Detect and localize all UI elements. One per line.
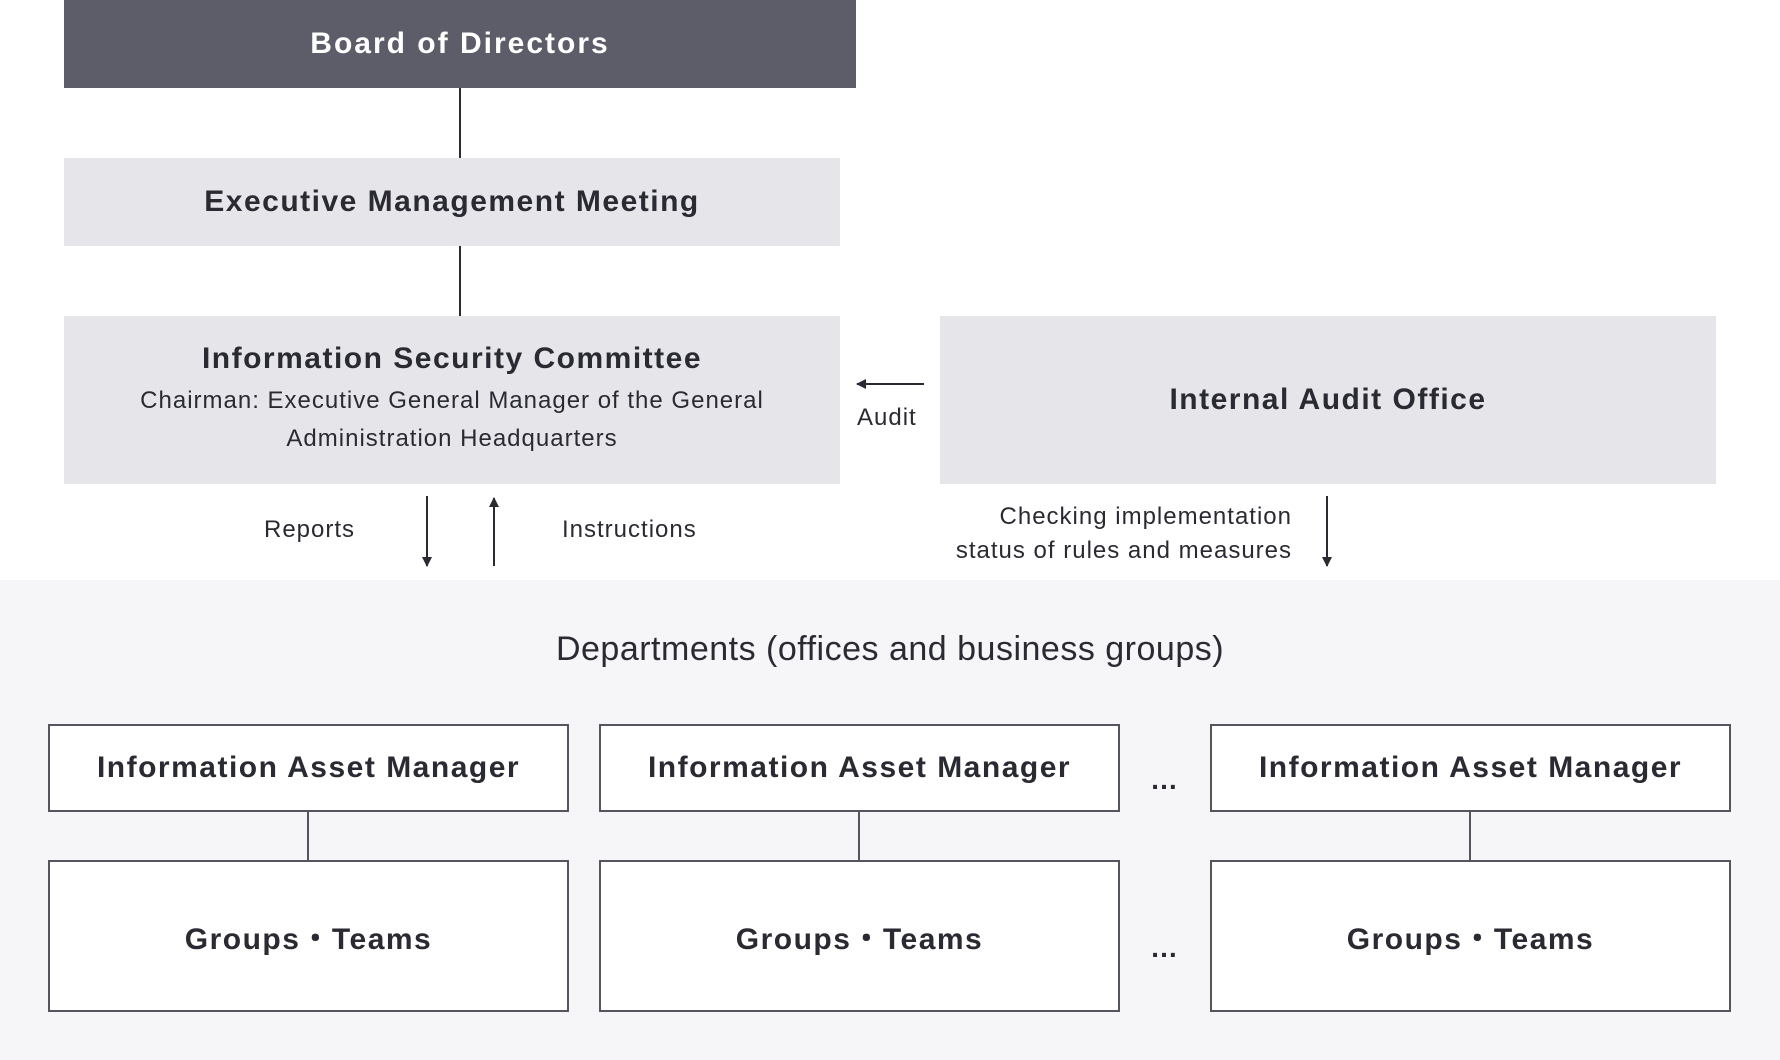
audit-label: Audit [857,404,917,431]
checking-label: Checking implementation status of rules … [920,500,1292,568]
checking-label-line1: Checking implementation [999,503,1292,530]
asset-manager-box-1: Information Asset Manager [48,724,569,812]
departments-title: Departments (offices and business groups… [555,630,1225,668]
asset-manager-label-2: Information Asset Manager [647,751,1072,784]
groups-teams-label-1: Groups・Teams [184,923,433,956]
groups-teams-box-2: Groups・Teams [599,860,1120,1012]
security-committee-box: Information Security Committee Chairman:… [64,316,840,484]
connector-executive-committee [459,246,461,316]
internal-audit-office-box: Internal Audit Office [940,316,1716,484]
connector-manager-groups-2 [858,812,860,860]
asset-manager-label-1: Information Asset Manager [96,751,521,784]
board-of-directors-box: Board of Directors [64,0,856,88]
asset-manager-box-3: Information Asset Manager [1210,724,1731,812]
groups-teams-box-3: Groups・Teams [1210,860,1731,1012]
committee-title: Information Security Committee [201,342,703,375]
groups-teams-label-2: Groups・Teams [735,923,984,956]
asset-manager-box-2: Information Asset Manager [599,724,1120,812]
reports-label: Reports [264,516,356,543]
ellipsis-managers: … [1150,764,1180,795]
connector-board-executive [459,88,461,158]
executive-title: Executive Management Meeting [204,185,700,218]
checking-label-line2: status of rules and measures [955,537,1292,564]
connector-manager-groups-1 [307,812,309,860]
audit-office-title: Internal Audit Office [1169,383,1487,416]
groups-teams-box-1: Groups・Teams [48,860,569,1012]
executive-meeting-box: Executive Management Meeting [64,158,840,246]
ellipsis-groups: … [1150,932,1180,963]
groups-teams-label-3: Groups・Teams [1346,923,1595,956]
instructions-label: Instructions [562,516,697,543]
connector-manager-groups-3 [1469,812,1471,860]
committee-chair-line1: Chairman: Executive General Manager of t… [140,387,764,414]
asset-manager-label-3: Information Asset Manager [1258,751,1683,784]
board-title: Board of Directors [310,27,610,60]
committee-chair-line2: Administration Headquarters [286,425,618,452]
